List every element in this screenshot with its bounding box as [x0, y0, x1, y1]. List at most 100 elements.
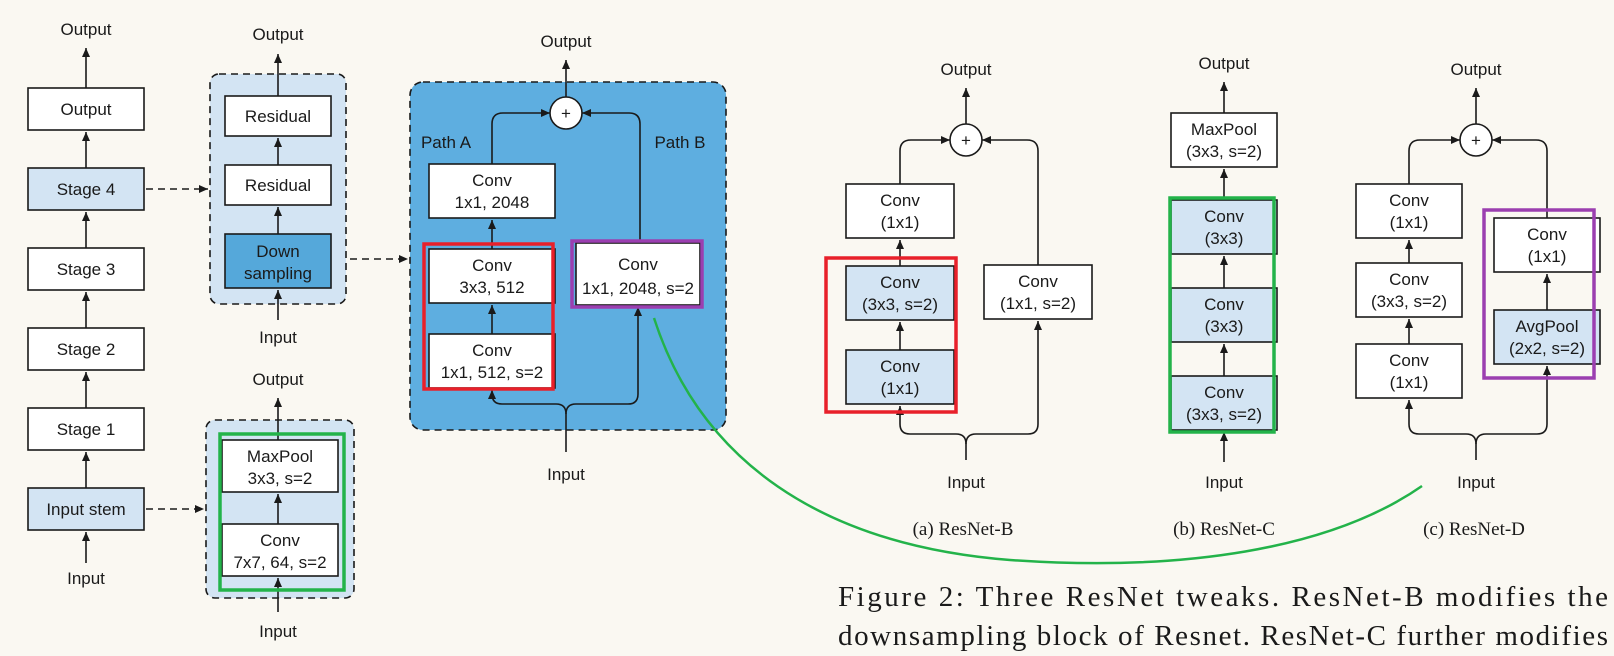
- svg-text:1x1, 512, s=2: 1x1, 512, s=2: [441, 363, 544, 382]
- downsampling-detail: Output + Path A Path B Conv 1x1, 2048 Co…: [409, 32, 727, 484]
- downsampling-block: [224, 233, 332, 289]
- svg-text:Conv: Conv: [880, 273, 920, 292]
- svg-text:Output: Output: [1198, 54, 1249, 73]
- svg-text:(3x3): (3x3): [1205, 317, 1244, 336]
- svg-text:Conv: Conv: [1389, 351, 1429, 370]
- resnet-b-red-highlight: [824, 256, 958, 414]
- figure-caption-line1: Figure 2: Three ResNet tweaks. ResNet-B …: [838, 581, 1608, 613]
- svg-text:Conv: Conv: [472, 256, 512, 275]
- resnet-c-maxpool: [1170, 112, 1278, 168]
- svg-text:Conv: Conv: [1389, 270, 1429, 289]
- svg-text:Conv: Conv: [880, 191, 920, 210]
- stem-maxpool-block: [221, 439, 339, 493]
- path-b-conv-1x1-2048-s2: [575, 242, 701, 306]
- svg-text:(1x1): (1x1): [1528, 247, 1567, 266]
- output-block: [27, 87, 145, 131]
- path-a-red-highlight: [422, 242, 555, 391]
- svg-text:Conv: Conv: [1204, 383, 1244, 402]
- stem-detail: Output MaxPool 3x3, s=2 Conv 7x7, 64, s=…: [205, 370, 355, 641]
- overall-architecture: Output Output Stage 4 Stage 3 Stage 2 St…: [27, 20, 145, 588]
- resnet-c-diagram: Output MaxPool (3x3, s=2) Conv (3x3) Con…: [1168, 54, 1278, 540]
- svg-text:Stage 4: Stage 4: [57, 180, 116, 199]
- resnet-b-conv-3x3-s2: [845, 265, 955, 321]
- resnet-b-path-b-conv: [983, 264, 1093, 320]
- resnet-d-caption: (c) ResNet-D: [1423, 519, 1525, 540]
- svg-text:Stage 1: Stage 1: [57, 420, 116, 439]
- svg-text:Down: Down: [256, 242, 299, 261]
- path-b-label: Path B: [654, 133, 705, 152]
- svg-text:Output: Output: [940, 60, 991, 79]
- svg-text:Output: Output: [1450, 60, 1501, 79]
- resnet-b-conv-1x1-top: [845, 183, 955, 239]
- resnet-d-avgpool: [1493, 309, 1601, 365]
- svg-text:Input: Input: [1457, 473, 1495, 492]
- path-a-conv-1x1-2048: [428, 163, 556, 219]
- svg-text:Conv: Conv: [472, 171, 512, 190]
- svg-text:Conv: Conv: [1204, 295, 1244, 314]
- svg-text:1x1, 2048, s=2: 1x1, 2048, s=2: [582, 279, 694, 298]
- svg-text:+: +: [961, 131, 971, 150]
- resnet-d-diagram: Output + Conv (1x1) Conv (3x3, s=2) Conv…: [1355, 60, 1601, 540]
- svg-text:+: +: [1471, 131, 1481, 150]
- svg-text:(1x1): (1x1): [1390, 373, 1429, 392]
- svg-text:Output: Output: [252, 25, 303, 44]
- resnet-c-caption: (b) ResNet-C: [1173, 519, 1275, 540]
- stage4-block: [27, 167, 145, 211]
- svg-text:Input: Input: [547, 465, 585, 484]
- resnet-d-conv-1x1-bottom: [1355, 343, 1463, 399]
- stage3-block: [27, 247, 145, 291]
- svg-text:(3x3, s=2): (3x3, s=2): [1371, 292, 1447, 311]
- svg-text:3x3, s=2: 3x3, s=2: [248, 469, 313, 488]
- stage1-block: [27, 407, 145, 451]
- svg-text:Stage 3: Stage 3: [57, 260, 116, 279]
- svg-text:MaxPool: MaxPool: [247, 447, 313, 466]
- svg-text:Residual: Residual: [245, 107, 311, 126]
- svg-text:MaxPool: MaxPool: [1191, 120, 1257, 139]
- svg-text:3x3, 512: 3x3, 512: [459, 278, 524, 297]
- svg-text:Input stem: Input stem: [46, 500, 125, 519]
- svg-text:Input: Input: [1205, 473, 1243, 492]
- green-annotation-curve: [652, 317, 1423, 565]
- svg-text:(3x3, s=2): (3x3, s=2): [862, 295, 938, 314]
- svg-text:Conv: Conv: [1018, 272, 1058, 291]
- resnet-d-path-b-conv: [1493, 217, 1601, 273]
- resnet-b-diagram: Output + Conv (1x1) Conv (3x3, s=2) Conv…: [824, 60, 1093, 540]
- svg-text:Input: Input: [259, 328, 297, 347]
- svg-text:Output: Output: [252, 370, 303, 389]
- svg-text:(1x1): (1x1): [1390, 213, 1429, 232]
- input-stem-block: [27, 487, 145, 531]
- svg-text:(3x3): (3x3): [1205, 229, 1244, 248]
- resnet-d-conv-1x1-top: [1355, 183, 1463, 239]
- svg-text:(1x1): (1x1): [881, 379, 920, 398]
- svg-text:Output: Output: [60, 100, 111, 119]
- figure-caption-line2: downsampling block of Resnet. ResNet-C f…: [838, 620, 1608, 652]
- resnet-c-green-highlight: [1168, 196, 1276, 434]
- resnet-c-conv3: [1170, 199, 1278, 255]
- svg-text:Stage 2: Stage 2: [57, 340, 116, 359]
- resnet-b-caption: (a) ResNet-B: [913, 519, 1014, 540]
- svg-text:Conv: Conv: [1389, 191, 1429, 210]
- svg-text:Residual: Residual: [245, 176, 311, 195]
- svg-text:Conv: Conv: [880, 357, 920, 376]
- path-a-conv-1x1-512-s2: [428, 333, 556, 389]
- overall-output-label: Output: [60, 20, 111, 39]
- svg-text:Conv: Conv: [1204, 207, 1244, 226]
- residual-block-2: [224, 95, 332, 137]
- svg-text:(3x3, s=2): (3x3, s=2): [1186, 405, 1262, 424]
- svg-text:7x7, 64, s=2: 7x7, 64, s=2: [233, 553, 326, 572]
- svg-text:(1x1, s=2): (1x1, s=2): [1000, 294, 1076, 313]
- stem-conv-block: [221, 523, 339, 577]
- svg-text:(3x3, s=2): (3x3, s=2): [1186, 142, 1262, 161]
- stem-green-highlight: [218, 432, 346, 592]
- svg-text:Conv: Conv: [472, 341, 512, 360]
- svg-text:Input: Input: [259, 622, 297, 641]
- svg-text:Output: Output: [540, 32, 591, 51]
- path-b-purple-highlight: [570, 239, 704, 309]
- svg-text:Conv: Conv: [260, 531, 300, 550]
- path-a-label: Path A: [421, 133, 472, 152]
- svg-text:+: +: [561, 104, 571, 123]
- resnet-b-conv-1x1-bottom: [845, 349, 955, 405]
- residual-block-1: [224, 164, 332, 206]
- svg-text:Conv: Conv: [618, 255, 658, 274]
